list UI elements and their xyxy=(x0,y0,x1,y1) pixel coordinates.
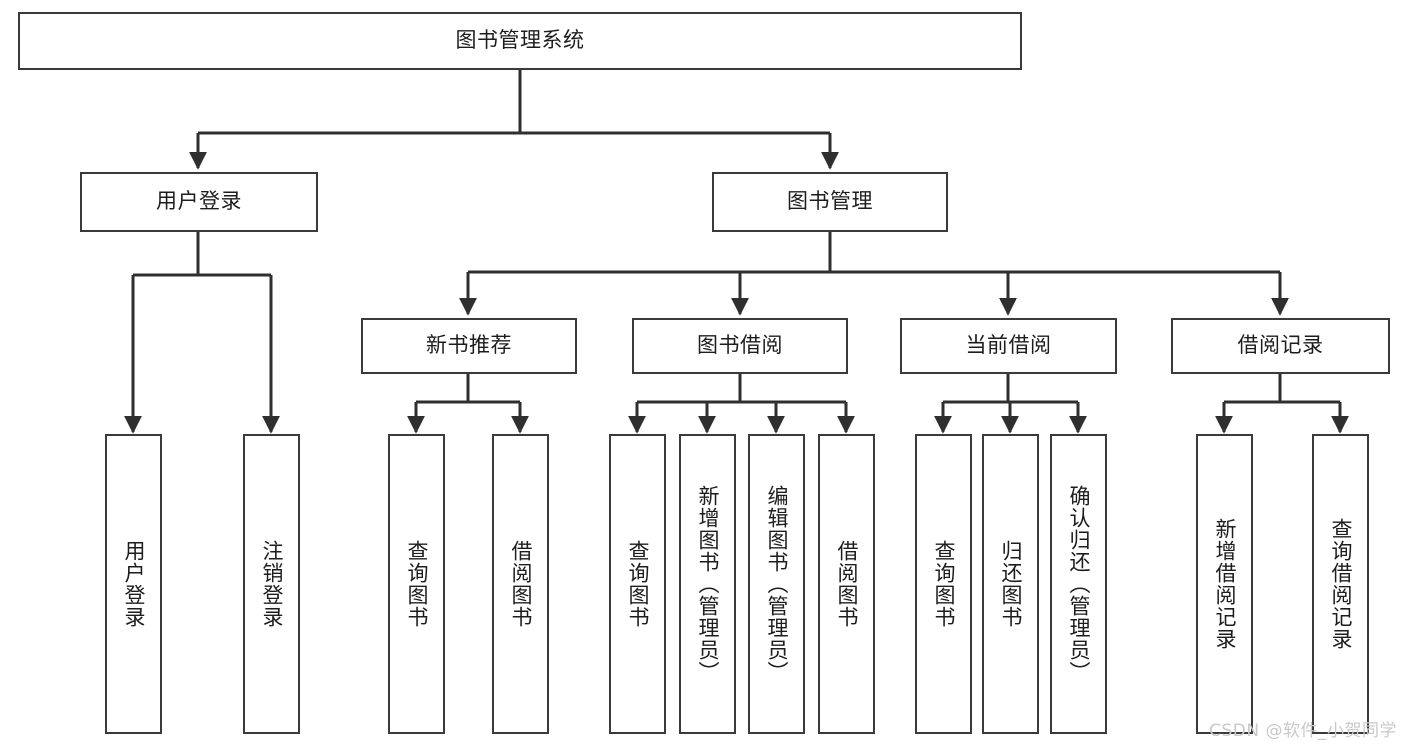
node-borrow-record-label: 借阅记录 xyxy=(1237,333,1324,358)
leaf-logout[interactable]: 注销登录 xyxy=(243,434,300,734)
leaf-add-record-label: 新增借阅记录 xyxy=(1212,518,1237,650)
node-book-manage[interactable]: 图书管理 xyxy=(712,172,948,232)
leaf-query-book-3-label: 查询图书 xyxy=(931,540,956,628)
leaf-query-book-1[interactable]: 查询图书 xyxy=(388,434,445,734)
node-new-book-rec[interactable]: 新书推荐 xyxy=(361,318,577,374)
leaf-logout-label: 注销登录 xyxy=(259,540,284,628)
leaf-add-book[interactable]: 新增图书（管理员） xyxy=(679,434,736,734)
leaf-query-record-label: 查询借阅记录 xyxy=(1328,518,1353,650)
node-user-login-label: 用户登录 xyxy=(156,189,242,214)
leaf-borrow-book-1[interactable]: 借阅图书 xyxy=(492,434,549,734)
node-new-book-rec-label: 新书推荐 xyxy=(426,333,512,358)
leaf-add-book-label: 新增图书（管理员） xyxy=(695,485,720,683)
leaf-query-book-1-label: 查询图书 xyxy=(404,540,429,628)
leaf-query-book-2[interactable]: 查询图书 xyxy=(609,434,666,734)
leaf-borrow-book-2[interactable]: 借阅图书 xyxy=(818,434,875,734)
leaf-return-book[interactable]: 归还图书 xyxy=(982,434,1039,734)
node-borrow-record[interactable]: 借阅记录 xyxy=(1171,318,1390,374)
node-book-borrow[interactable]: 图书借阅 xyxy=(632,318,848,374)
node-book-borrow-label: 图书借阅 xyxy=(697,333,783,358)
node-user-login[interactable]: 用户登录 xyxy=(80,172,318,232)
leaf-borrow-book-1-label: 借阅图书 xyxy=(508,540,533,628)
leaf-query-book-3[interactable]: 查询图书 xyxy=(915,434,972,734)
leaf-edit-book-label: 编辑图书（管理员） xyxy=(764,485,789,683)
leaf-query-record[interactable]: 查询借阅记录 xyxy=(1312,434,1369,734)
node-root[interactable]: 图书管理系统 xyxy=(18,12,1022,70)
leaf-add-record[interactable]: 新增借阅记录 xyxy=(1196,434,1253,734)
node-current-borrow-label: 当前借阅 xyxy=(965,333,1052,358)
node-current-borrow[interactable]: 当前借阅 xyxy=(900,318,1117,374)
watermark: CSDN @软件_小贺同学 xyxy=(1209,721,1397,741)
node-book-manage-label: 图书管理 xyxy=(787,189,873,214)
leaf-query-book-2-label: 查询图书 xyxy=(625,540,650,628)
node-root-label: 图书管理系统 xyxy=(455,28,585,53)
leaf-user-login[interactable]: 用户登录 xyxy=(105,434,162,734)
leaf-confirm-return-label: 确认归还（管理员） xyxy=(1066,485,1091,683)
leaf-return-book-label: 归还图书 xyxy=(998,540,1023,628)
leaf-borrow-book-2-label: 借阅图书 xyxy=(834,540,859,628)
leaf-confirm-return[interactable]: 确认归还（管理员） xyxy=(1050,434,1107,734)
leaf-user-login-label: 用户登录 xyxy=(121,540,146,628)
leaf-edit-book[interactable]: 编辑图书（管理员） xyxy=(748,434,805,734)
